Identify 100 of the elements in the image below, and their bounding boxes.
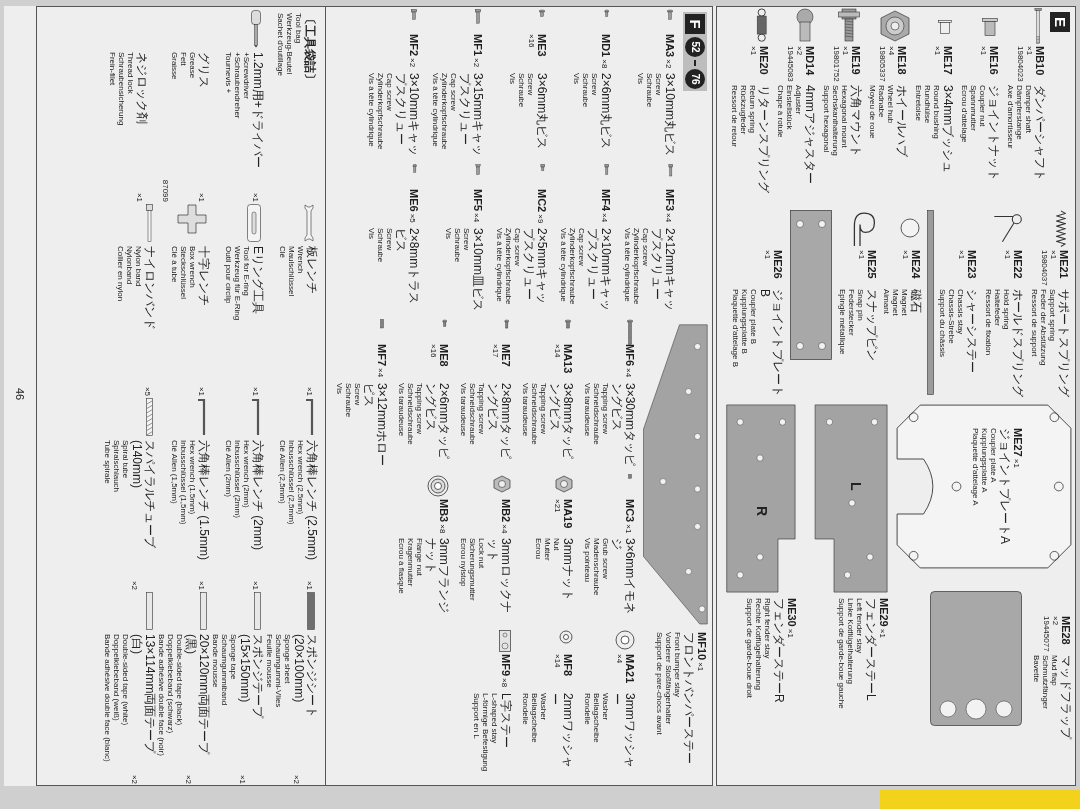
part-name-translation: Schraube [517,73,526,110]
quantity: ×8 [600,59,609,69]
part-name-translation: Washer [539,693,548,723]
part-name-translation: Zylinderkopfschraube [440,73,449,152]
part-name-translation: Coupler plate B [749,289,758,347]
part-name-translation: Vis taraudeuse [459,383,468,439]
part-name: フロントバンパーステー [682,632,695,766]
part-name-translation: Vis [636,73,645,86]
part-name: ホイールハブ [895,85,908,159]
part-code: ME26 [772,250,784,279]
part-name-translation: Adjuster [794,85,803,117]
part-code: ME23 [966,250,978,279]
tool-name: 1.2mm用+ドライバー [251,52,264,168]
part-name-translation: Rondelle [583,693,592,727]
part-name-translation: Schneidschraube [530,383,539,447]
part-name-translation: Beilagscheibe [530,693,539,745]
quantity: ×2 [130,580,139,590]
part-name: 3mmロックナット [486,538,512,615]
part-code: ME20 [758,46,770,75]
tool-name-translation: Nylonband [125,246,134,287]
part-name: マッドフラップ [1059,655,1072,742]
part-name: 3×6mmイモネジ [610,538,636,617]
part-name-translation: Flange nut [415,538,424,578]
tool-name-translation: Doppelklebeband (weiß) [112,634,121,723]
tool-name-translation: Feuille mousse [265,634,274,690]
part-name: 3×15mmキャップスクリュー [458,73,484,159]
part-name: スナップピン [865,289,878,363]
part-name-translation: Kragenmutter [406,538,415,589]
part-name-translation: Cap screw [577,228,586,268]
part-code: ME27 [1012,428,1024,457]
part-name: 3mmワッシャー [610,693,636,770]
part-name-translation: Magnet [891,289,900,318]
part-name: 2×5mmキャップスクリュー [522,228,548,307]
part-name-translation: Grub screw [601,538,610,581]
section-letter: E [1050,12,1070,32]
step-number: 52 [685,37,705,57]
part-code: MA21 [624,654,636,684]
part-name: ジョイントプレートB [758,289,784,399]
part-code: MF2 [408,34,420,56]
tool-bag-translation: Werkzeug-Beutel [285,13,294,77]
part-code: ME21 [1058,250,1070,279]
tool-name-translation: Doppelklebeband (schwarz) [166,634,175,736]
part-name-translation: Ecrou [534,538,543,561]
part-number: 19445077 [1042,616,1051,652]
part-name-translation: Chape à rotule [776,85,785,140]
quantity: ×4 [624,368,633,378]
tool-name-translation: Sponge tape [229,634,238,682]
quantity: ×2 [664,59,673,69]
part-name-translation: Right fender stay [763,598,772,661]
part-name: 3×10mmキャップスクリュー [394,73,420,159]
tool-name-translation: Collier en nylon [116,246,125,304]
part-code: ME24 [910,250,922,279]
tool-name: Eリング工具 [251,246,264,314]
part-number: 19445083 [786,46,795,82]
quantity: ×8 [438,524,447,534]
part-name-translation: Vis pointeau [583,538,592,584]
part-name-translation: Sechskanthalterung [831,85,840,158]
part-name: リターンスプリング [757,85,770,195]
tool-name-translation: Spiral tube [121,440,130,481]
tool-name-translation: Clé Allen (2,5mm) [278,440,287,506]
part-name: 3×8mmタッピングビス [548,383,574,462]
quantity: ×1 [878,628,887,638]
quantity: ×2 [130,774,139,784]
quantity: ×2 [292,774,301,784]
tool-name: 板レンチ [305,246,318,294]
part-name-translation: Feder der Abstützung [1039,289,1048,368]
part-name-translation: Screw [353,383,362,408]
tool-bag-translation: Tool bag [294,13,303,46]
part-code: MF10 [696,632,708,661]
part-name-translation: Tapping screw [601,383,610,437]
part-name-translation: Support en L [472,693,481,741]
part-name-translation: Linke Kotflügelhalterung [846,598,855,686]
part-name-translation: Radnabe [877,85,886,120]
tool-name-translation: Spiralschlauch [112,440,121,495]
part-name-translation: Screw [526,73,535,98]
quantity: ×5 [143,386,152,396]
part-name: フェンダーステーL [864,598,877,703]
quantity: ×4 [664,213,673,223]
tool-name-translation: Box wrench [188,246,197,290]
part-code: MD14 [804,46,816,76]
tool-name-translation: Clé [278,246,287,260]
step-number: 76 [685,69,705,89]
part-marking: L [847,482,865,491]
quantity: ×1 [305,386,314,396]
tool-name: スパイラルチューブ (140mm) [130,440,156,550]
quantity: ×14 [553,654,562,668]
tool-name-translation: Hex wrench (2mm) [242,440,251,510]
part-name-translation: Vis [335,383,344,396]
quantity: ×2 [184,774,193,784]
tool-name-translation: Wrench [296,246,305,276]
quantity: ×1 [979,46,988,56]
part-name-translation: Chassis-Strebe [947,289,956,346]
tool-name-translation: Hex wrench (1.5mm) [188,440,197,517]
part-name-translation: Support spring [1048,289,1057,344]
part-name-translation: Coupler plate A [989,428,998,485]
part-name-translation: Screw [590,73,599,98]
part-code: MF9 [500,654,512,676]
part-name: 2×8mmタッピングビス [486,383,512,462]
quantity: ×16 [527,34,536,48]
tool-name-translation: Werkzeug für E-Ring [233,246,242,323]
